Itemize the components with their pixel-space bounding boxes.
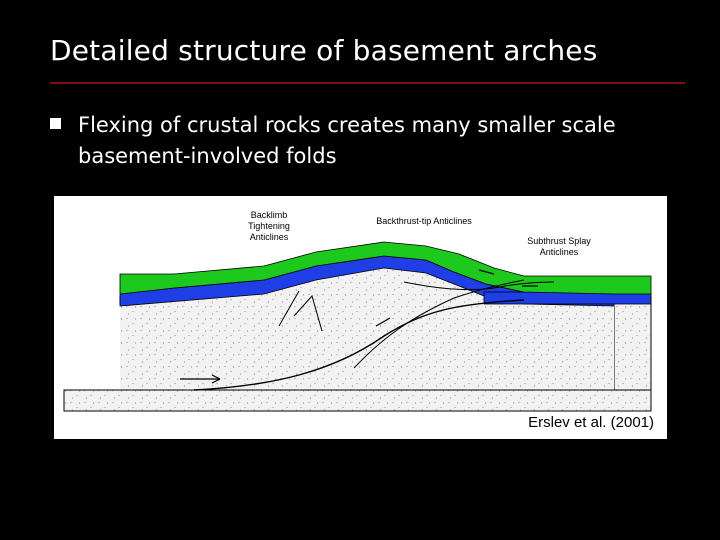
splay-fault bbox=[403, 281, 555, 291]
title-divider bbox=[50, 82, 685, 84]
bullet-text: Flexing of crustal rocks creates many sm… bbox=[78, 113, 616, 168]
backlimb-fault-2 bbox=[293, 294, 323, 332]
backthrust-fault bbox=[353, 279, 525, 369]
figure-credit: Erslev et al. (2001) bbox=[528, 414, 654, 431]
label-backlimb-anticlines: Backlimb Tightening Anticlines bbox=[248, 210, 290, 242]
main-thrust-fault bbox=[193, 299, 525, 391]
lower-ledge bbox=[63, 389, 652, 412]
cross-section-figure: Backlimb Tightening Anticlines Backthrus… bbox=[54, 196, 667, 439]
square-bullet-icon bbox=[50, 118, 61, 129]
slip-arrowhead bbox=[211, 374, 221, 384]
cross-section-diagram bbox=[63, 241, 652, 412]
label-subthrust-anticlines: Subthrust Splay Anticlines bbox=[527, 236, 591, 257]
slide-title: Detailed structure of basement arches bbox=[50, 34, 598, 67]
backlimb-fault-1 bbox=[278, 290, 300, 327]
label-backthrust-anticlines: Backthrust-tip Anticlines bbox=[376, 216, 472, 226]
splay-arrow bbox=[478, 269, 495, 275]
thrust-arrow bbox=[375, 317, 391, 327]
